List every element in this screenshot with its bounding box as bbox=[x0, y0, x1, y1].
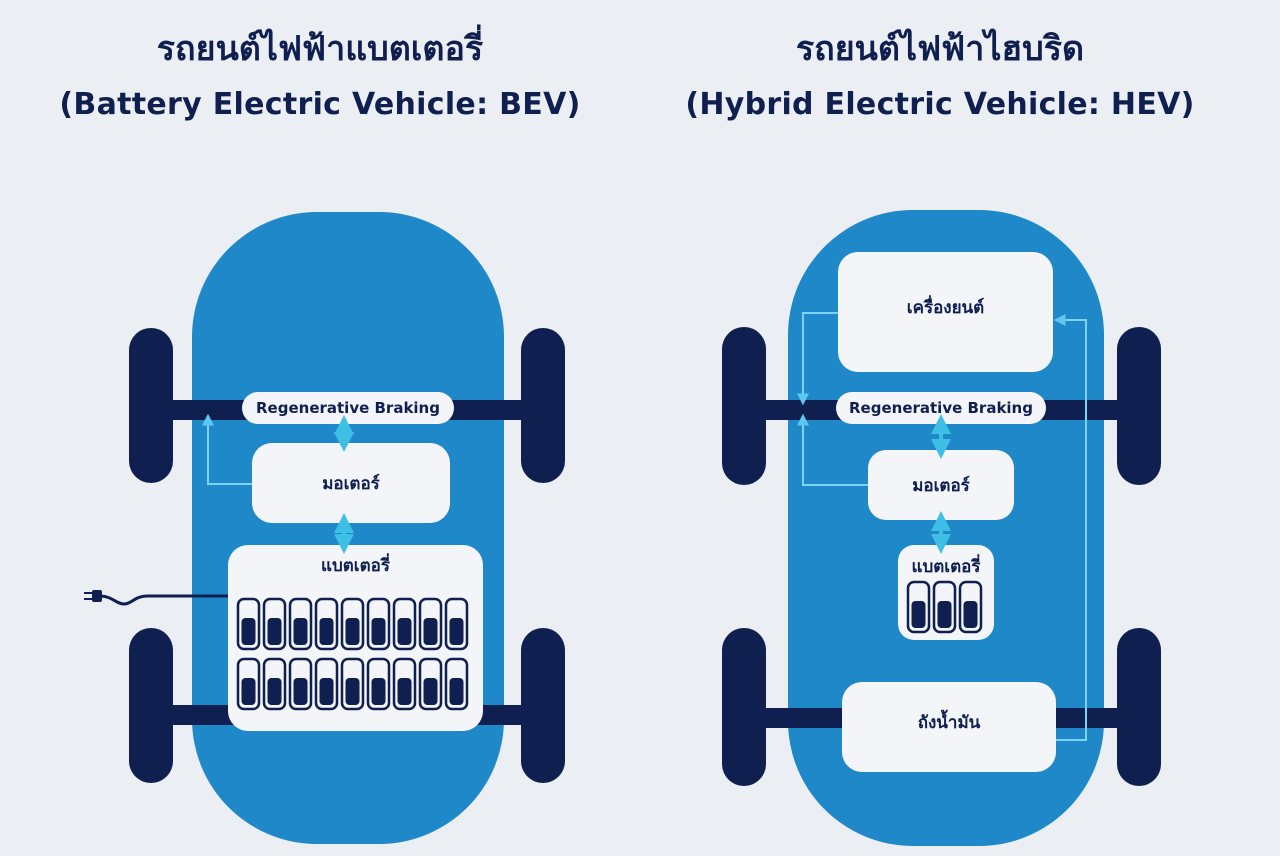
battery-cell-charge bbox=[423, 618, 438, 645]
hev-wheel-front-right bbox=[1117, 327, 1161, 485]
hev-motor-box bbox=[868, 450, 1014, 520]
battery-cell-charge bbox=[345, 618, 360, 645]
hev-title-english: (Hybrid Electric Vehicle: HEV) bbox=[685, 87, 1195, 122]
bev-wheel-front-left bbox=[129, 328, 173, 483]
hev-motor-label: มอเตอร์ bbox=[912, 475, 970, 496]
bev-energy-line bbox=[202, 413, 252, 485]
hev-title: รถยนต์ไฟฟ้าไฮบริด (Hybrid Electric Vehic… bbox=[640, 24, 1240, 126]
battery-cell-charge bbox=[267, 678, 282, 705]
bev-title: รถยนต์ไฟฟ้าแบตเตอรี่ (Battery Electric V… bbox=[0, 24, 640, 126]
hev-battery-label: แบตเตอรี่ bbox=[911, 556, 981, 577]
hev-fuel-tank-label: ถังน้ำมัน bbox=[917, 712, 981, 733]
bev-wheel-rear-left bbox=[129, 628, 173, 783]
bev-motor-label: มอเตอร์ bbox=[322, 473, 380, 494]
battery-cell-charge bbox=[397, 618, 412, 645]
hev-regen-box bbox=[836, 392, 1046, 424]
bev-motor-box bbox=[252, 443, 450, 523]
bev-car-body bbox=[192, 212, 504, 844]
battery-cell-charge bbox=[449, 678, 464, 705]
hev-engine-box bbox=[838, 252, 1053, 372]
battery-cell-charge bbox=[911, 601, 926, 628]
hev-car bbox=[722, 210, 1161, 846]
hev-fuel-line bbox=[1053, 314, 1087, 741]
hev-engine-label: เครื่องยนต์ bbox=[906, 297, 985, 318]
battery-cell-charge bbox=[293, 618, 308, 645]
battery-cell-charge bbox=[371, 678, 386, 705]
bev-regen-box bbox=[242, 392, 454, 424]
battery-cell-charge bbox=[241, 678, 256, 705]
battery-cell-charge bbox=[319, 678, 334, 705]
bev-car bbox=[84, 212, 565, 844]
battery-cell-charge bbox=[371, 618, 386, 645]
battery-cell-charge bbox=[319, 618, 334, 645]
battery-cell-charge bbox=[345, 678, 360, 705]
bev-title-english: (Battery Electric Vehicle: BEV) bbox=[59, 87, 581, 122]
battery-cell-charge bbox=[397, 678, 412, 705]
hev-engine-line bbox=[797, 312, 838, 406]
battery-cell-charge bbox=[241, 618, 256, 645]
hev-wheel-rear-left bbox=[722, 628, 766, 786]
bev-battery-label: แบตเตอรี่ bbox=[321, 555, 390, 576]
bev-wheel-front-right bbox=[521, 328, 565, 483]
hev-title-thai: รถยนต์ไฟฟ้าไฮบริด bbox=[795, 29, 1085, 69]
bev-wheel-rear-right bbox=[521, 628, 565, 783]
hev-motor-line bbox=[797, 413, 868, 486]
battery-cell-charge bbox=[937, 601, 952, 628]
battery-cell-charge bbox=[963, 601, 978, 628]
hev-fuel-tank-box bbox=[842, 682, 1056, 772]
bev-title-thai: รถยนต์ไฟฟ้าแบตเตอรี่ bbox=[156, 29, 484, 69]
battery-cell-charge bbox=[293, 678, 308, 705]
battery-cell-charge bbox=[449, 618, 464, 645]
hev-regen-label: Regenerative Braking bbox=[849, 399, 1033, 417]
battery-cell-charge bbox=[267, 618, 282, 645]
battery-cell-charge bbox=[423, 678, 438, 705]
hev-wheel-rear-right bbox=[1117, 628, 1161, 786]
bev-battery-cells bbox=[236, 597, 469, 711]
plug-icon bbox=[84, 590, 228, 606]
bev-regen-label: Regenerative Braking bbox=[256, 399, 440, 417]
hev-battery-cells bbox=[906, 580, 983, 634]
hev-wheel-front-left bbox=[722, 327, 766, 485]
